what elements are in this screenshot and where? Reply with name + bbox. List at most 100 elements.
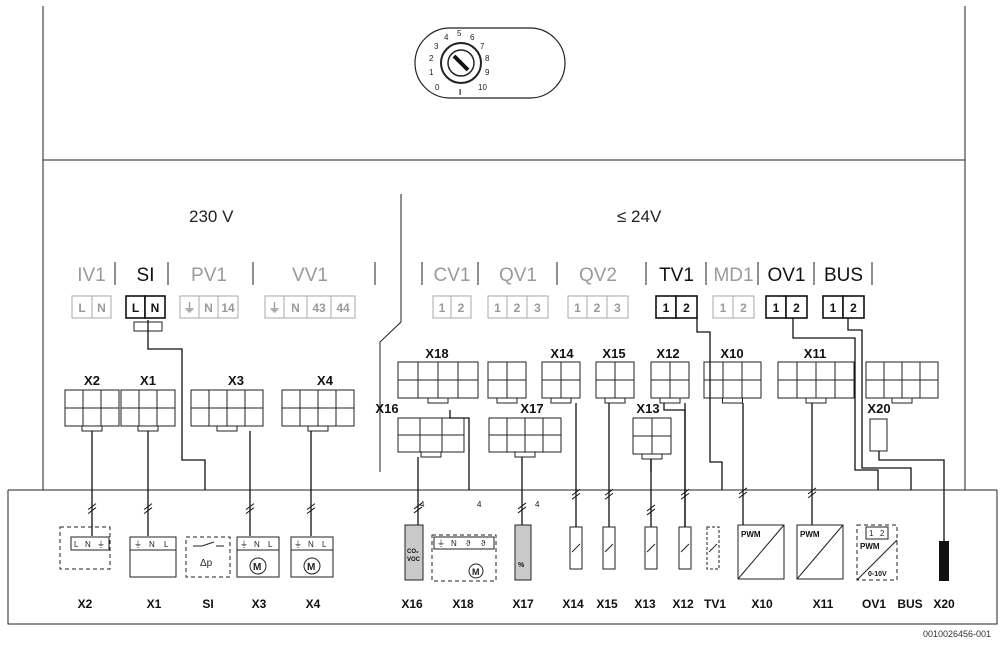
connector-cell xyxy=(777,361,798,381)
connector-cell xyxy=(208,407,228,427)
switch-symbol xyxy=(193,541,224,547)
connector-cell xyxy=(299,407,319,427)
voltage-230v-label: 230 V xyxy=(189,207,234,226)
connector-latch xyxy=(805,397,827,404)
terminal-cell xyxy=(217,295,239,319)
connector-label: X4 xyxy=(317,373,334,388)
component-label: X11 xyxy=(813,597,834,611)
connector-label: X16 xyxy=(375,401,398,416)
connector-cell xyxy=(82,407,102,427)
terminal-pin: 3 xyxy=(534,301,541,315)
terminal-cell xyxy=(91,295,112,319)
wire-count: 4 xyxy=(477,500,482,509)
terminal-pin: 1 xyxy=(574,301,581,315)
dial-number: 4 xyxy=(444,33,449,42)
dial-number: 10 xyxy=(478,83,487,92)
terminal-pin: N xyxy=(204,301,213,315)
motor-icon xyxy=(468,563,484,579)
connector-latch xyxy=(216,425,238,432)
wire-bus xyxy=(847,318,912,490)
connector-cell xyxy=(815,361,836,381)
motor-icon xyxy=(303,557,321,575)
connector-label: X20 xyxy=(867,401,890,416)
connector-cell xyxy=(883,379,903,399)
connector-cell xyxy=(138,407,158,427)
connector-cell xyxy=(397,434,421,453)
connector-latch xyxy=(307,425,329,432)
humidity-icon: % xyxy=(518,562,525,569)
component-label: X4 xyxy=(306,597,321,611)
connector-label: X1 xyxy=(140,373,156,388)
terminal-cell xyxy=(144,295,166,319)
rotary-dial[interactable]: 0 1 2 3 4 5 6 7 8 9 10 I xyxy=(414,27,566,99)
device-x2-terminals xyxy=(70,536,110,551)
component-label: X12 xyxy=(672,597,694,611)
terminal-pin: 44 xyxy=(336,301,350,315)
connector-cell xyxy=(281,407,301,427)
connector-cell xyxy=(281,389,301,409)
connector-cell xyxy=(632,435,653,455)
component-label: X20 xyxy=(933,597,955,611)
terminal-cell xyxy=(842,295,865,319)
terminal-cell xyxy=(606,295,629,319)
terminal-cell xyxy=(675,295,698,319)
cable-mark xyxy=(87,503,97,514)
component-label: X10 xyxy=(751,597,773,611)
wire-x18-link xyxy=(449,410,470,490)
bus-plug xyxy=(939,541,949,581)
connector-cell xyxy=(335,389,355,409)
connector-cell xyxy=(190,389,210,409)
dial-number: 8 xyxy=(485,54,490,63)
cable-mark xyxy=(143,503,153,514)
terminal-group-label: IV1 xyxy=(77,265,106,286)
connector-latch xyxy=(891,397,913,404)
terminal-pin: 2 xyxy=(683,301,690,315)
pin-label: N xyxy=(149,540,155,549)
device-x17-sensor xyxy=(514,524,532,581)
connector-cell xyxy=(506,361,527,381)
connector-cell xyxy=(542,434,562,453)
terminal-pin: 1 xyxy=(494,301,501,315)
terminal-pin: 2 xyxy=(850,301,857,315)
connector-cell xyxy=(722,361,743,381)
terminal-cell xyxy=(526,295,549,319)
wire-ov1 xyxy=(792,318,879,490)
pin-label: 2 xyxy=(880,529,885,538)
terminal-pin: 2 xyxy=(514,301,521,315)
terminal-pin: N xyxy=(291,301,300,315)
connector-cell xyxy=(120,407,140,427)
connector-cell xyxy=(651,435,672,455)
terminal-pin: N xyxy=(151,301,160,315)
dial-number: 9 xyxy=(485,68,490,77)
connector-cell xyxy=(741,379,762,399)
pwm-label: PWM xyxy=(800,530,820,539)
connector-cell xyxy=(560,361,581,381)
connector-cell xyxy=(669,379,690,399)
connector-cell xyxy=(703,361,724,381)
connector-cell xyxy=(397,379,419,399)
ground-icon: ⏚ xyxy=(268,301,280,315)
connector-cell xyxy=(419,417,443,436)
connector-cell xyxy=(441,417,465,436)
device-x10-box xyxy=(737,524,785,580)
connector-cell xyxy=(901,361,921,381)
motor-letter: M xyxy=(307,562,315,573)
terminal-group-label: QV1 xyxy=(499,265,537,286)
connector-label: X12 xyxy=(656,346,679,361)
terminal-pin: 1 xyxy=(720,301,727,315)
terminal-pin: 14 xyxy=(221,301,235,315)
cable-mark xyxy=(738,487,748,499)
connector-cell xyxy=(488,434,508,453)
pin-label: L xyxy=(74,540,79,549)
terminal-cell xyxy=(450,295,472,319)
connector-cell xyxy=(614,379,635,399)
connector-cell xyxy=(335,407,355,427)
cable-mark xyxy=(413,502,423,514)
dial-number: 6 xyxy=(470,33,475,42)
ground-icon: ⏚ xyxy=(134,540,142,549)
connector-cell xyxy=(669,361,690,381)
wire-x20 xyxy=(878,451,945,541)
connector-cell xyxy=(138,389,158,409)
connector-cell xyxy=(487,379,508,399)
connector-cell xyxy=(100,389,120,409)
